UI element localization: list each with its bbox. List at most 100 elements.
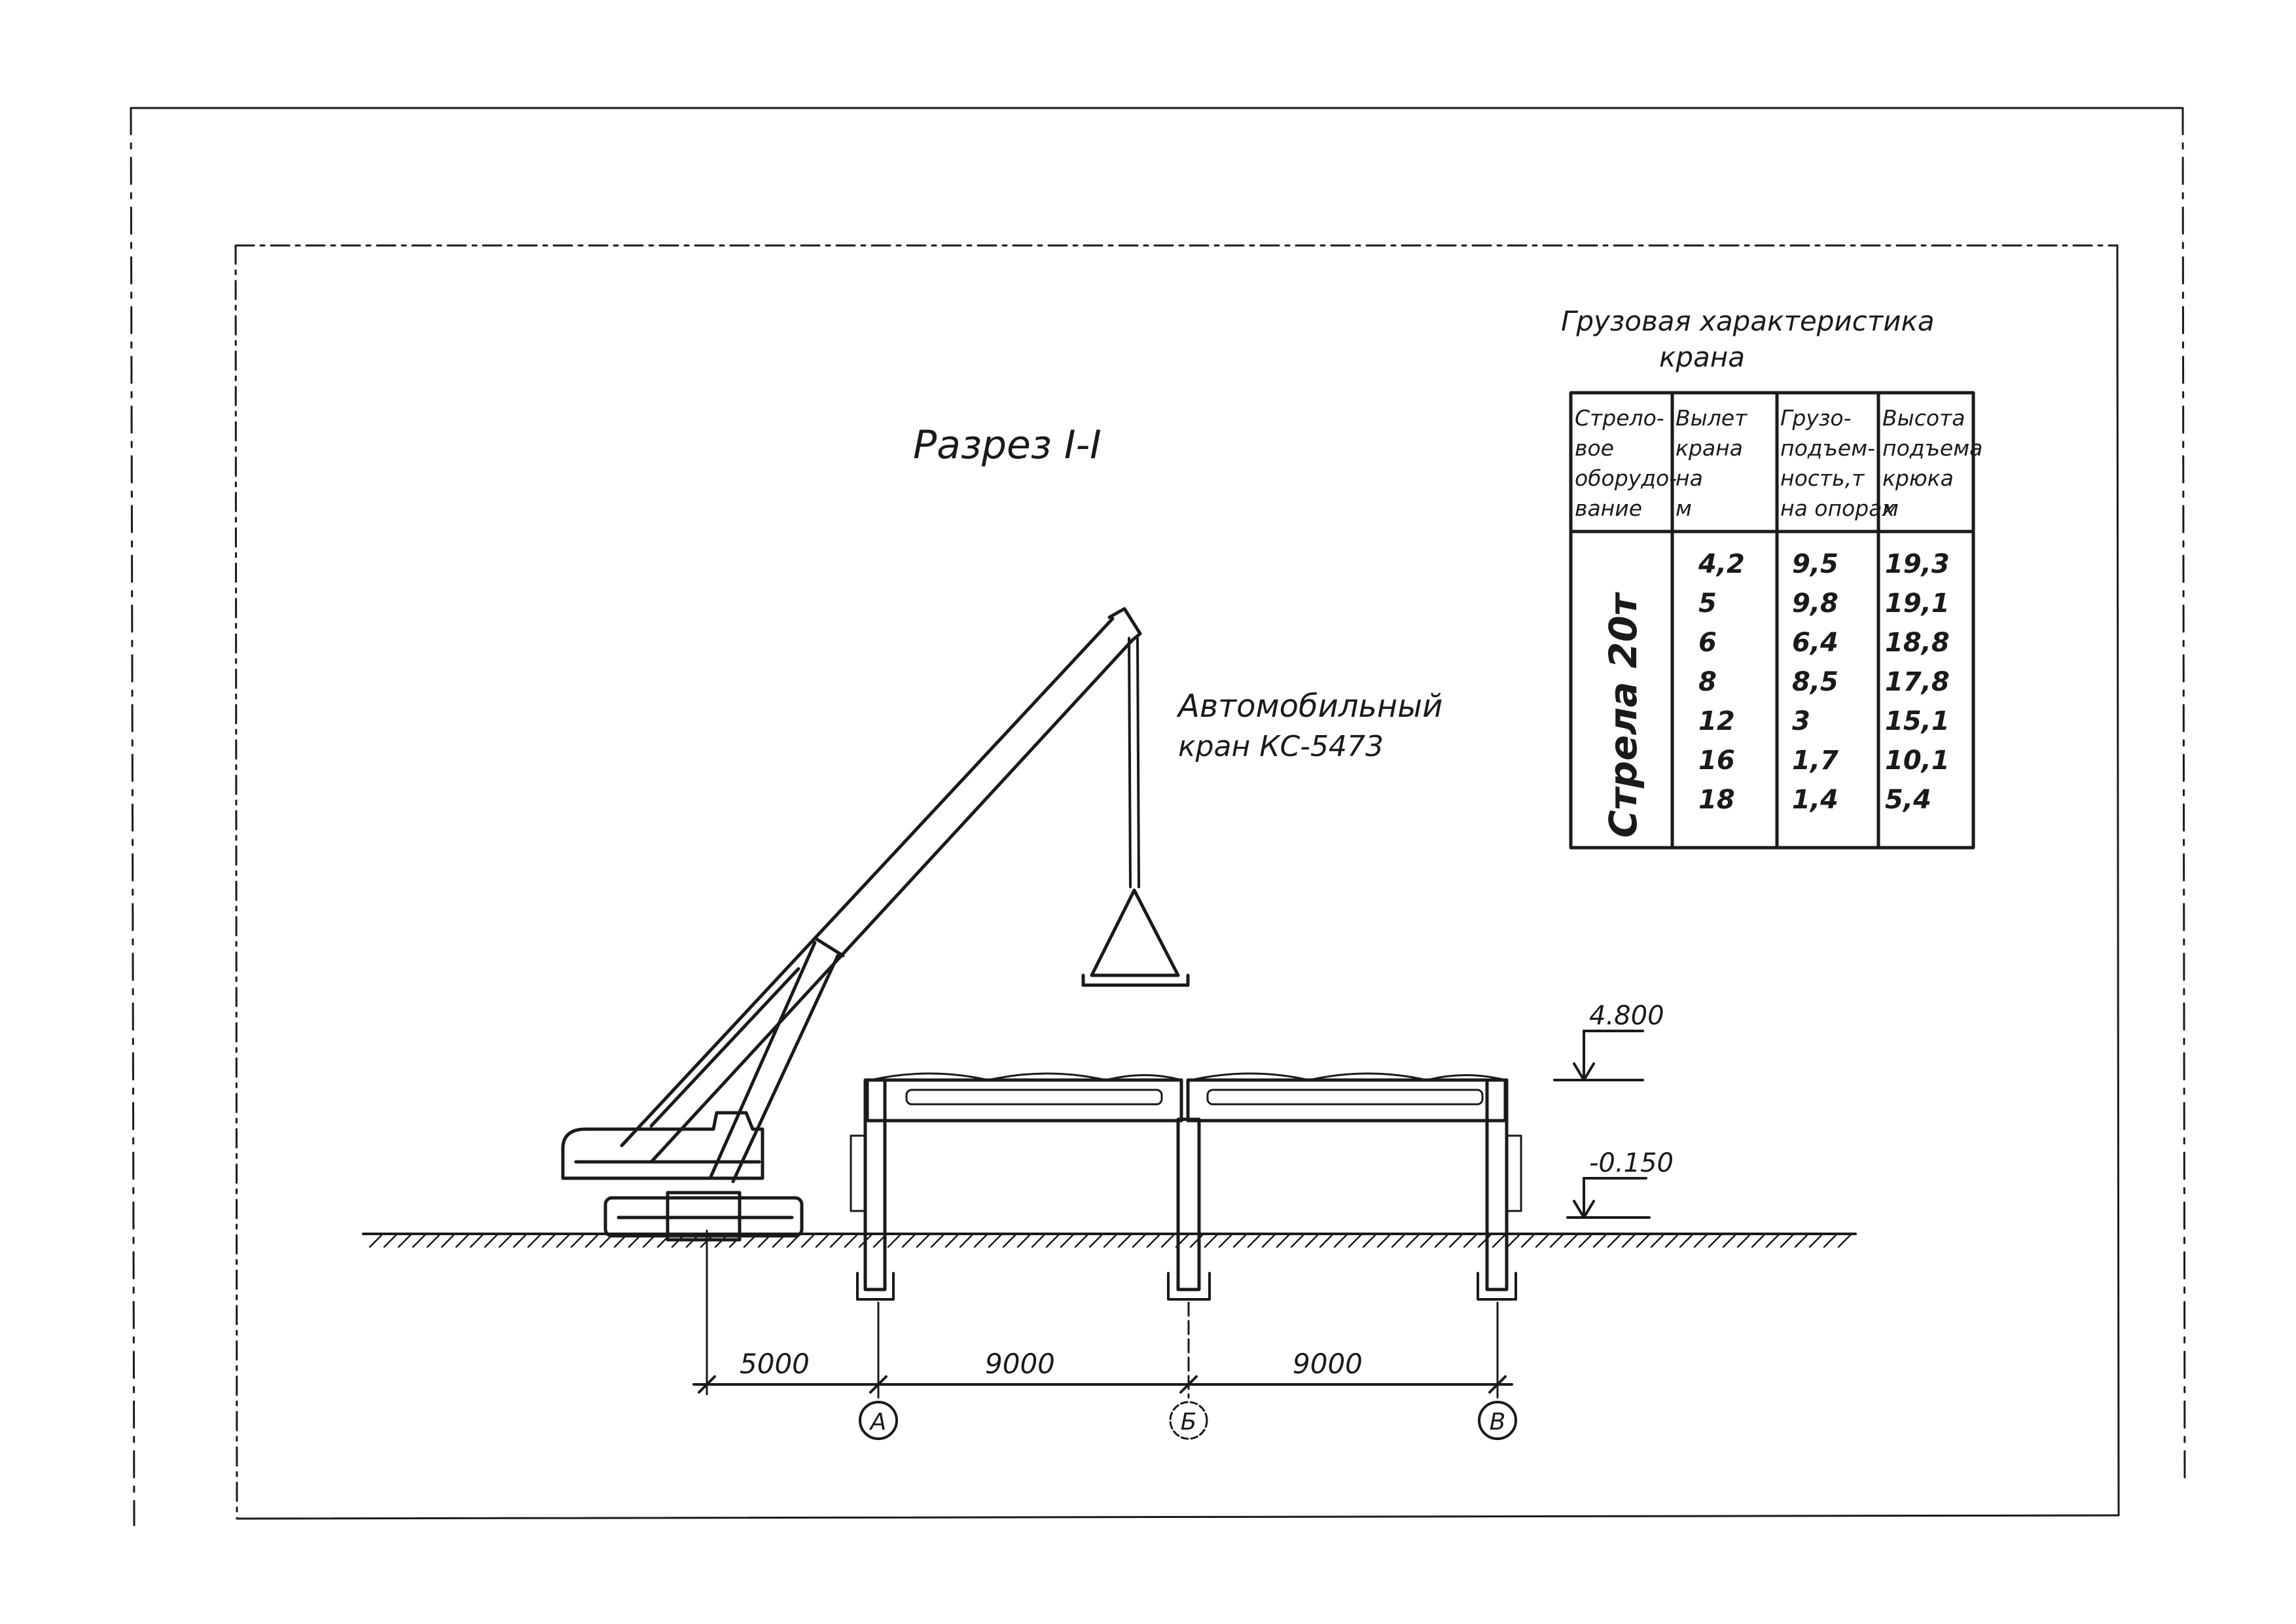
ground-hatch — [714, 1234, 728, 1248]
ground-hatch — [1549, 1234, 1564, 1248]
ground-hatch — [901, 1234, 916, 1248]
ground-hatch — [988, 1234, 1002, 1248]
ground-hatch — [1362, 1234, 1376, 1248]
dimension-1: 5000 — [740, 1348, 810, 1380]
dimension-2: 9000 — [985, 1348, 1055, 1380]
ground-hatch — [412, 1234, 426, 1248]
ground-hatch — [584, 1234, 599, 1248]
ground-hatch — [1636, 1234, 1650, 1248]
ground-hatch — [1088, 1234, 1103, 1248]
ground-hatch — [642, 1234, 656, 1248]
ground-hatch — [1204, 1234, 1218, 1248]
crane-label-line2: кран КС-5473 — [1178, 730, 1384, 763]
ground-hatch — [1794, 1234, 1808, 1248]
axis-label-a: А — [869, 1409, 887, 1435]
ground-hatch — [1016, 1234, 1031, 1248]
ground-hatch — [1405, 1234, 1420, 1248]
ground-hatch — [1376, 1234, 1391, 1248]
table-cell: 3 — [1792, 706, 1810, 736]
ground-hatch — [1751, 1234, 1765, 1248]
ground-hatch — [1679, 1234, 1693, 1248]
ground-hatch — [469, 1234, 484, 1248]
ground-hatch — [1434, 1234, 1448, 1248]
table-header-cell: Грузо- — [1780, 405, 1852, 431]
table-cell: 17,8 — [1885, 667, 1950, 697]
ground-hatch — [815, 1234, 829, 1248]
ground-hatch — [728, 1234, 743, 1248]
ground-hatch — [829, 1234, 844, 1248]
ground-hatch — [685, 1234, 700, 1248]
table-cell: 19,3 — [1885, 549, 1950, 579]
table-cell: 9,5 — [1792, 549, 1839, 579]
inner-frame — [234, 244, 2120, 1520]
ground-hatch — [1708, 1234, 1722, 1248]
elevation-ground-label: -0.150 — [1589, 1148, 1674, 1178]
ground-hatch — [959, 1234, 973, 1248]
ground-hatch — [484, 1234, 498, 1248]
ground-hatch — [1506, 1234, 1520, 1248]
elevation-top-label: 4.800 — [1589, 1001, 1664, 1031]
ground-hatch — [1218, 1234, 1232, 1248]
ground-hatch — [1765, 1234, 1780, 1248]
axis-marker-b: Б — [1169, 1401, 1208, 1440]
ground-hatch — [1722, 1234, 1736, 1248]
ground-hatch — [887, 1234, 901, 1248]
elevation-top-mark — [1553, 1030, 1644, 1081]
ground-hatch — [1319, 1234, 1333, 1248]
table-cell: 1,7 — [1792, 746, 1839, 776]
crane-drawing — [561, 607, 1190, 1242]
table-cell: 9,8 — [1792, 588, 1839, 619]
building-section — [850, 1072, 1522, 1301]
ground-hatch — [772, 1234, 786, 1248]
ground-hatch — [1031, 1234, 1045, 1248]
ground-hatch — [1002, 1234, 1016, 1248]
crane-boom-lower — [620, 617, 1115, 1147]
table-cell: 8,5 — [1792, 667, 1839, 697]
ground-hatch — [1520, 1234, 1535, 1248]
ground-hatch — [1808, 1234, 1823, 1248]
ground-hatch — [1103, 1234, 1117, 1248]
ground-hatch — [1261, 1234, 1276, 1248]
ground-hatch — [844, 1234, 858, 1248]
crane-hook-sling — [1090, 888, 1180, 977]
ground-hatch — [973, 1234, 988, 1248]
table-cell: 4,2 — [1698, 549, 1745, 579]
ground-hatch — [1607, 1234, 1621, 1248]
ground-hatch — [1304, 1234, 1319, 1248]
crane-cable — [1128, 637, 1132, 888]
ground-hatch — [1823, 1234, 1837, 1248]
ground-hatch — [383, 1234, 397, 1248]
ground-hatch — [1564, 1234, 1578, 1248]
ground-hatch — [426, 1234, 440, 1248]
ground-hatch — [368, 1234, 383, 1248]
ground-hatch — [800, 1234, 815, 1248]
table-header-cell: м — [1882, 496, 1899, 521]
axis-marker-a: А — [859, 1401, 898, 1440]
table-headers: Стрело-воеоборудо-ваниеВылеткрананамГруз… — [1575, 405, 1982, 521]
ground-hatch — [1391, 1234, 1405, 1248]
table-cell: 10,1 — [1885, 746, 1950, 776]
ground-hatch — [930, 1234, 944, 1248]
table-header-cell: на опорах — [1780, 496, 1895, 521]
ground-hatch — [1247, 1234, 1261, 1248]
table-cell: 18,8 — [1885, 628, 1950, 658]
table-title-line2: крана — [1659, 341, 1745, 373]
outer-border — [130, 107, 2186, 1526]
table-cell: 12 — [1698, 706, 1735, 736]
table-cell: 18 — [1698, 785, 1735, 815]
ground-hatch — [1664, 1234, 1679, 1248]
ground-hatch — [498, 1234, 512, 1248]
ground-line — [362, 1233, 1857, 1248]
axis-label-b: Б — [1181, 1409, 1197, 1435]
ground-hatch — [1348, 1234, 1362, 1248]
ground-hatch — [1535, 1234, 1549, 1248]
ground-hatch — [743, 1234, 757, 1248]
table-cell: 6,4 — [1792, 628, 1839, 658]
table-header-cell: крюка — [1882, 465, 1954, 491]
crane-strut — [708, 941, 817, 1180]
table-cell: 8 — [1698, 667, 1717, 697]
table-header-cell: крана — [1676, 435, 1743, 461]
ground-hatch — [1045, 1234, 1060, 1248]
